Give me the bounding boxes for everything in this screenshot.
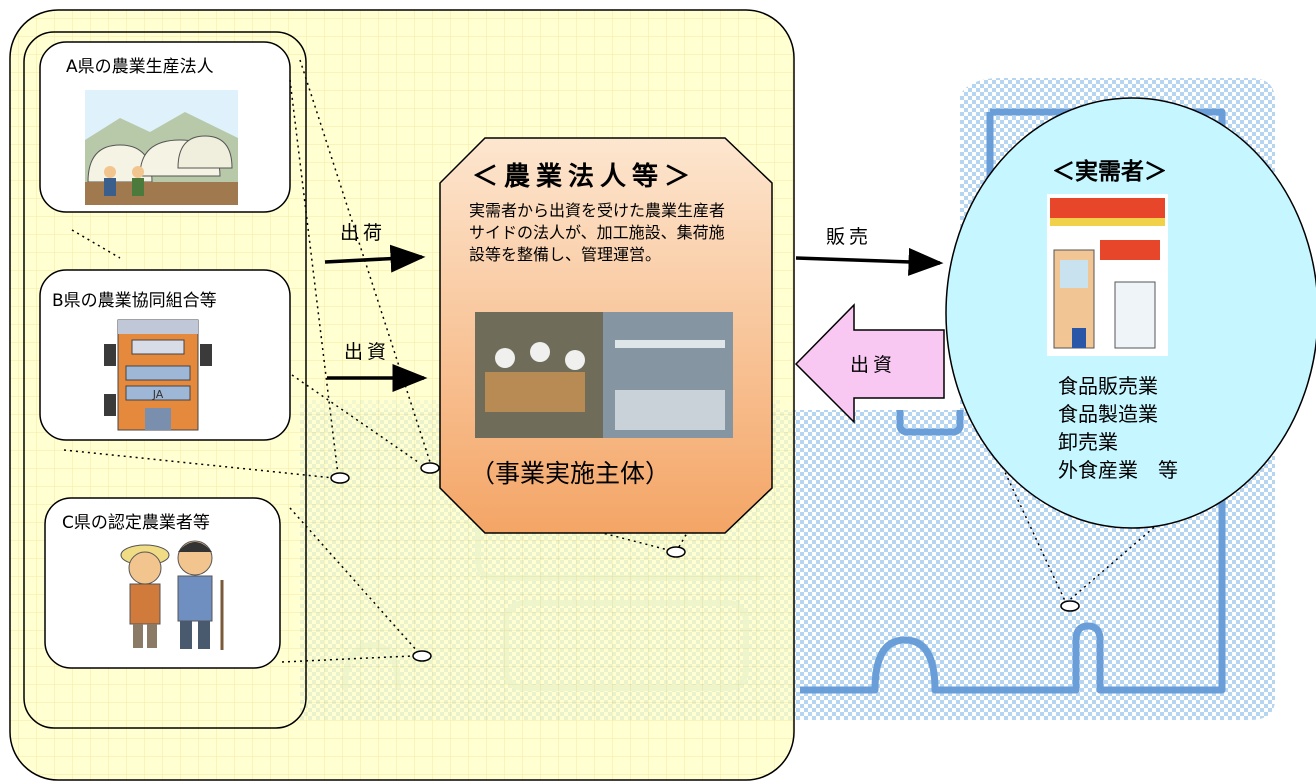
customer-title: ＜実需者＞ [1052, 159, 1167, 185]
food-processing-plant-photo [475, 312, 733, 438]
customer-item: 食品製造業 [1058, 402, 1158, 426]
greenhouse-farmers-illustration [85, 90, 238, 205]
customer-item: 卸売業 [1058, 430, 1118, 454]
sales-arrow [795, 247, 944, 276]
shipping-label: 出荷 [340, 222, 387, 244]
customer-item: 食品販売業 [1058, 374, 1158, 398]
map-outline [800, 108, 1226, 694]
investment-label: 出資 [344, 341, 391, 363]
sales-label: 販売 [826, 226, 873, 248]
ja-building-illustration: JA [104, 319, 212, 431]
producer-label-c: C県の認定農業者等 [62, 513, 210, 533]
svg-text:JA: JA [152, 388, 164, 401]
entity-title: ＜農業法人等＞ [472, 162, 697, 192]
entity-description: 実需者から出資を受けた農業生産者サイドの法人が、加工施設、集荷施設等を整備し、管… [469, 201, 726, 264]
customer-investment-arrow [794, 303, 945, 424]
entity-footer: （事業実施主体） [470, 459, 671, 488]
store-illustration [1047, 194, 1168, 356]
customer-list: 食品販売業 食品製造業 卸売業 外食産業 等 [1058, 372, 1178, 484]
producers-column [23, 31, 307, 729]
farmer-couple-illustration [120, 540, 224, 650]
customer-investment-label: 出資 [850, 354, 897, 376]
producer-label-a: A県の農業生産法人 [66, 57, 214, 77]
shipping-arrow [324, 244, 426, 273]
producer-label-b: B県の農業協同組合等 [52, 291, 217, 311]
callout-markers [330, 462, 1080, 662]
customer-item: 外食産業 等 [1058, 458, 1178, 482]
